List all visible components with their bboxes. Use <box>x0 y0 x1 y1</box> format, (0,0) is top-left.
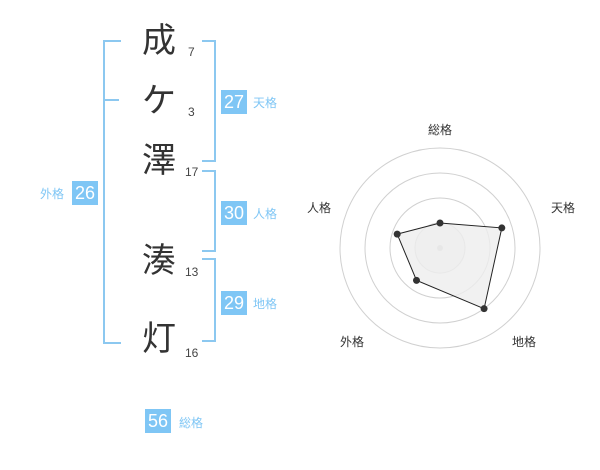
radar-point-2 <box>498 224 506 232</box>
name-char-3: 澤 <box>142 141 176 181</box>
tenkaku-label: 天格 <box>253 96 278 110</box>
tenkaku-bracket <box>202 40 216 162</box>
stroke-count-5: 16 <box>185 346 199 360</box>
chikaku-label: 地格 <box>253 297 278 311</box>
jinkaku-label: 人格 <box>253 207 278 221</box>
radar-point-4 <box>412 276 420 284</box>
radar-label-soukaku: 総格 <box>428 123 453 137</box>
stroke-count-4: 13 <box>185 265 199 279</box>
jinkaku-value: 30 <box>221 201 248 225</box>
tenkaku-value: 27 <box>221 90 248 114</box>
name-char-1: 成 <box>142 21 176 61</box>
radar-label-chikaku: 地格 <box>512 335 537 349</box>
name-char-4: 湊 <box>142 241 176 281</box>
gaikaku-bracket <box>103 40 121 344</box>
radar-label-gaikaku: 外格 <box>340 335 365 349</box>
gaikaku-value: 26 <box>72 181 99 205</box>
radar-point-3 <box>480 305 488 313</box>
chikaku-value: 29 <box>221 291 248 315</box>
soukaku-value: 56 <box>145 409 172 433</box>
soukaku-label: 総格 <box>179 416 204 430</box>
radar-point-5 <box>393 230 401 238</box>
radar-grid-ring <box>364 172 516 324</box>
radar-point-1 <box>436 219 444 227</box>
chikaku-bracket <box>202 258 216 342</box>
bracket-tick-1 <box>103 99 119 101</box>
radar-grid-ring <box>339 147 541 349</box>
radar-label-tenkaku: 天格 <box>551 201 576 215</box>
stroke-count-3: 17 <box>185 165 199 179</box>
name-char-2: ケ <box>142 81 176 121</box>
jinkaku-bracket <box>202 170 216 252</box>
gaikaku-label: 外格 <box>40 187 65 201</box>
name-char-5: 灯 <box>142 319 176 359</box>
radar-label-jinkaku: 人格 <box>307 201 332 215</box>
radar-value-polygon <box>396 222 503 310</box>
stroke-count-2: 3 <box>188 105 195 119</box>
stroke-count-1: 7 <box>188 45 195 59</box>
